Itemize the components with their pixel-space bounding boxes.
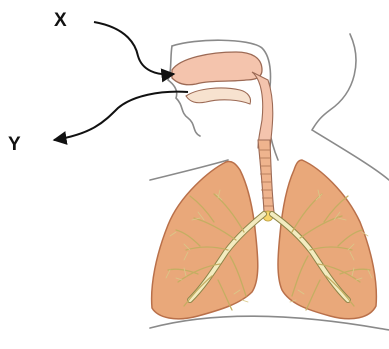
left-lung [152,161,258,318]
nasal-cavity [172,52,262,85]
shoulder-right [312,34,389,180]
label-y: Y [8,134,21,155]
trachea [258,140,274,221]
arrow-x [94,22,174,74]
arrow-y [54,92,188,140]
oral-cavity [186,88,251,104]
label-x: X [54,10,67,31]
